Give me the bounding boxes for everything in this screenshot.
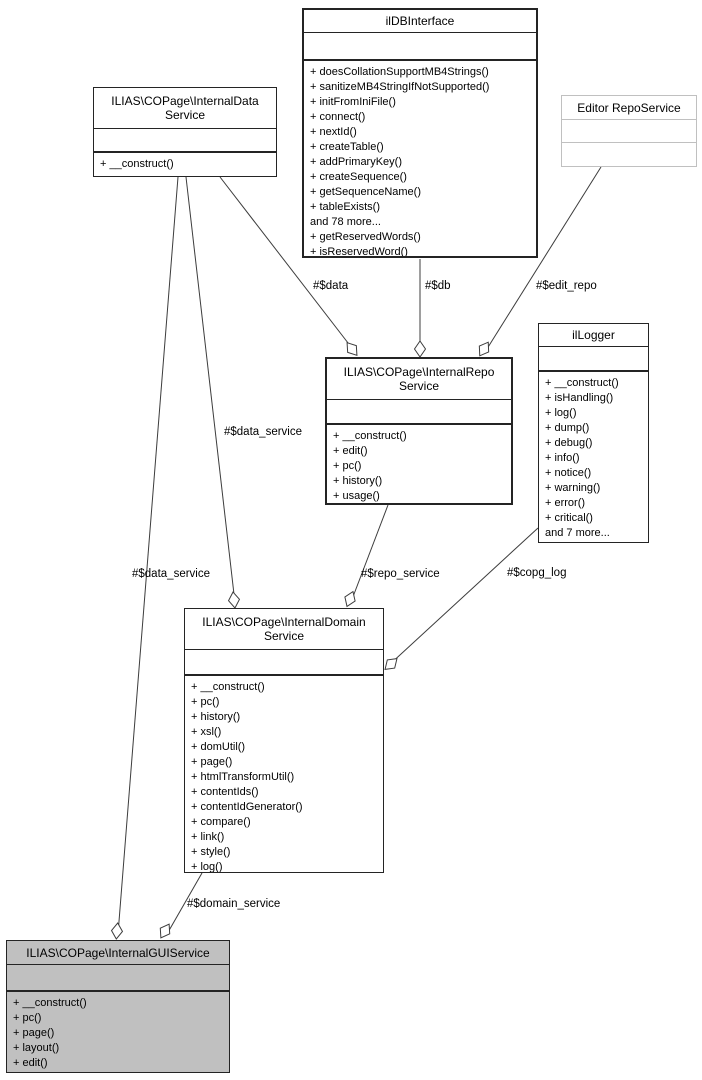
class-attrs-illogger bbox=[539, 346, 648, 370]
aggregation-diamond bbox=[413, 340, 427, 358]
edge-data-service-to-gui bbox=[117, 176, 179, 935]
aggregation-diamond bbox=[346, 342, 358, 356]
edge-label-db: #$db bbox=[425, 280, 451, 292]
class-box-illogger[interactable]: ilLogger + __construct()+ isHandling()+ … bbox=[538, 323, 649, 543]
class-title-illogger: ilLogger bbox=[572, 328, 615, 342]
aggregation-diamond bbox=[384, 658, 398, 670]
class-title-ildbinterface: ilDBInterface bbox=[385, 14, 455, 28]
class-attrs-internal-gui-service bbox=[7, 964, 229, 990]
class-methods-illogger: + __construct()+ isHandling()+ log()+ du… bbox=[539, 370, 648, 542]
edge-copg-log bbox=[387, 527, 539, 667]
class-box-internal-gui-service: ILIAS\COPage\InternalGUIService + __cons… bbox=[6, 940, 230, 1073]
edge-label-copg-log: #$copg_log bbox=[507, 567, 567, 579]
edge-data bbox=[219, 176, 356, 353]
class-methods-internal-gui-service: + __construct()+ pc()+ page()+ layout()+… bbox=[7, 990, 229, 1072]
class-title-editor-repo-service: Editor RepoService bbox=[577, 100, 681, 115]
edge-label-data-service-gui: #$data_service bbox=[132, 568, 210, 580]
class-methods-ildbinterface: + doesCollationSupportMB4Strings()+ sani… bbox=[304, 59, 536, 256]
class-attrs-internal-repo-service bbox=[327, 399, 511, 423]
class-attrs-editor-repo-service bbox=[562, 119, 696, 142]
edge-label-domain-service: #$domain_service bbox=[187, 898, 281, 910]
class-title-internal-gui-service: ILIAS\COPage\InternalGUIService bbox=[26, 945, 210, 960]
class-methods-internal-domain-service: + __construct()+ pc()+ history()+ xsl()+… bbox=[185, 674, 383, 872]
edge-label-data: #$data bbox=[313, 280, 349, 292]
aggregation-diamond bbox=[110, 922, 124, 940]
edge-repo-service bbox=[350, 504, 389, 603]
edge-label-edit-repo: #$edit_repo bbox=[536, 280, 597, 292]
class-attrs-internal-data-service bbox=[94, 128, 276, 151]
aggregation-diamond bbox=[227, 591, 241, 609]
aggregation-diamond bbox=[159, 923, 171, 939]
edge-edit-repo bbox=[484, 166, 602, 353]
edge-label-repo-service: #$repo_service bbox=[361, 568, 440, 580]
edge-label-data-service-domain: #$data_service bbox=[224, 426, 302, 438]
class-attrs-ildbinterface bbox=[304, 32, 536, 59]
class-box-ildbinterface[interactable]: ilDBInterface + doesCollationSupportMB4S… bbox=[302, 8, 538, 258]
class-attrs-internal-domain-service bbox=[185, 649, 383, 674]
class-methods-editor-repo-service bbox=[562, 142, 696, 166]
class-box-editor-repo-service[interactable]: Editor RepoService bbox=[561, 95, 697, 167]
aggregation-diamond bbox=[344, 590, 356, 608]
class-methods-internal-repo-service: + __construct()+ edit()+ pc()+ history()… bbox=[327, 423, 511, 503]
aggregation-diamond bbox=[478, 341, 490, 357]
class-methods-internal-data-service: + __construct() bbox=[94, 151, 276, 176]
edge-domain-service bbox=[166, 872, 203, 935]
edge-data-service-to-domain bbox=[185, 176, 236, 604]
